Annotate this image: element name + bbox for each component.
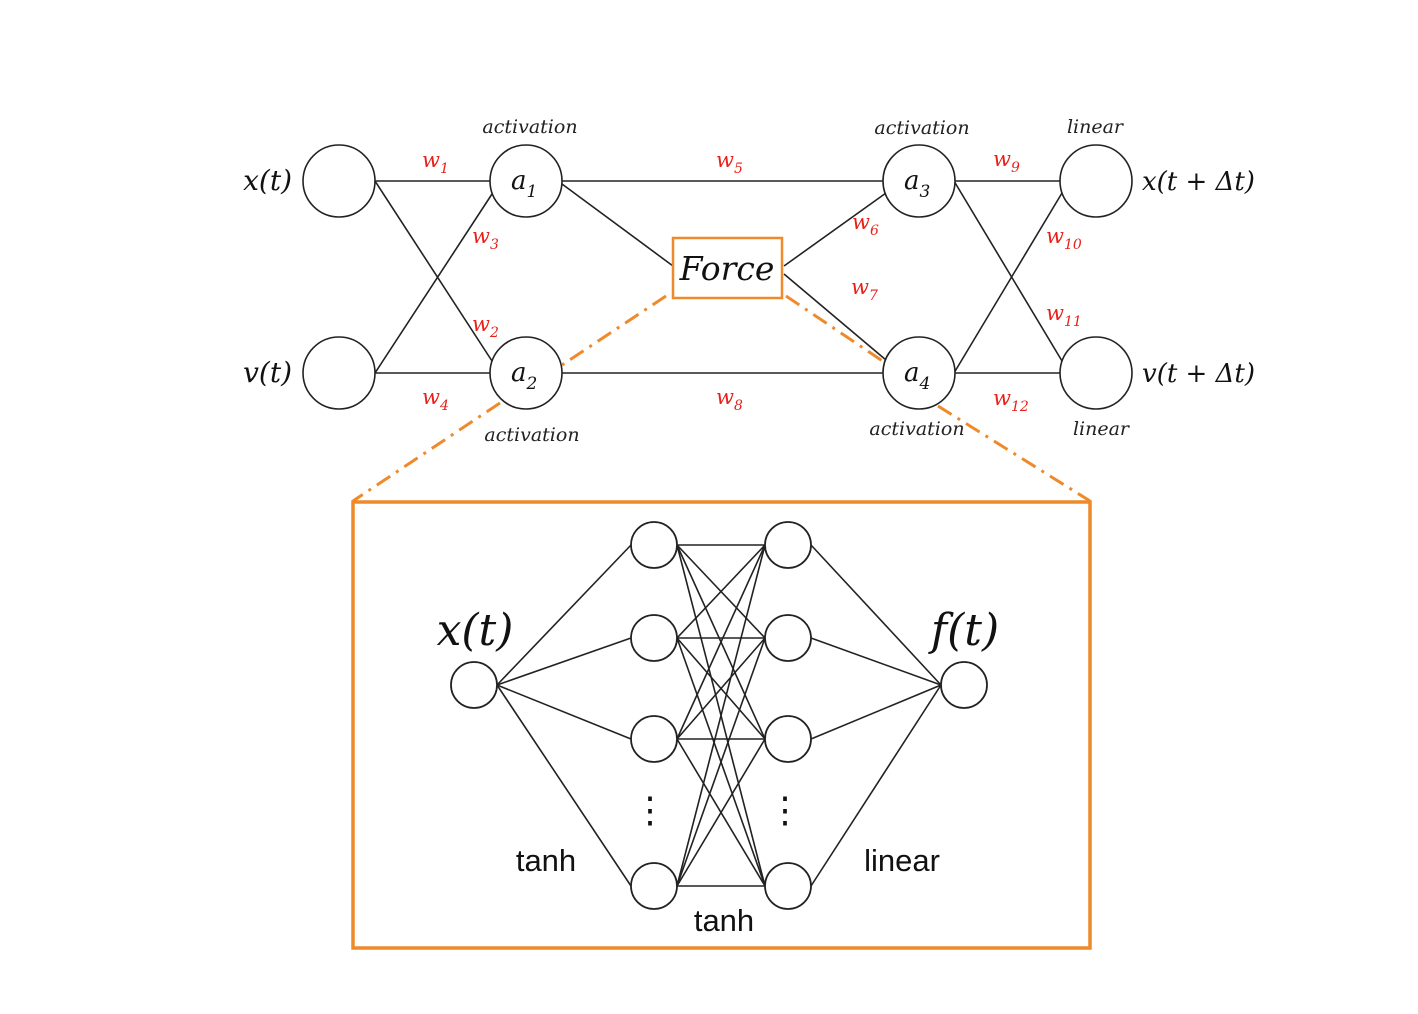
zoom-line-lower-right [937,404,1091,503]
inset-hidden-node-layer2 [764,862,812,910]
edge-w2 [374,180,493,362]
weight-label: w8 [716,385,743,414]
inset-label-tanh-left: tanh [516,843,576,878]
output-label-v: v(t + Δt) [1142,359,1255,389]
inset-output-label: f(t) [928,605,999,656]
weight-labels: w1 w2 w3 w4 w5 w6 w7 w8 w9 w10 w11 w12 [422,147,1082,415]
weight-label: w11 [1046,301,1082,330]
weight-label: w1 [422,148,449,177]
inset-input-node [450,661,498,709]
weight-label: w2 [472,312,499,341]
input-node-v [302,336,376,410]
inset-edge-input [496,684,632,887]
inset-edge-hidden [676,544,766,887]
input-label-v: v(t) [243,356,292,389]
weight-label: w6 [852,210,879,239]
hidden-node-a2 [489,336,563,410]
inset-frame [351,500,1092,950]
inset-edge-input [496,544,632,686]
inset-edge-output [810,684,942,740]
hidden-node-a4 [882,336,956,410]
inset-edge-hidden [676,637,766,740]
weight-label: w12 [993,386,1029,415]
inset-edge-hidden [676,637,766,887]
inset-hidden-node-layer1 [630,862,678,910]
inset-hidden-node-layer2 [764,521,812,569]
weight-label: w5 [716,148,743,177]
edge-a1-force [561,183,674,267]
inset-hidden-node-layer1 [630,521,678,569]
force-box [671,236,784,300]
inset-edge-hidden [676,738,766,887]
inset-output-node [940,661,988,709]
zoom-line-lower-left [352,401,501,503]
node-label-a2: a2 [511,358,537,394]
weight-label: w9 [993,147,1020,176]
output-label-x: x(t + Δt) [1142,167,1255,197]
node-label-a4: a4 [904,358,930,394]
inset-label-tanh-middle: tanh [694,903,754,938]
inset-edge-input [496,637,632,686]
weight-label: w7 [851,275,878,304]
inset-hidden-node-layer1 [630,614,678,662]
edge-w6 [783,192,887,267]
layer-label-out-v: linear [1073,418,1131,440]
zoom-connectors [352,294,1091,503]
inset-connections [496,544,942,887]
layer-label-a4: activation [869,418,964,440]
inset-edge-input [496,684,632,740]
layer-label-a2: activation [484,424,579,446]
inset-hidden-node-layer2 [764,614,812,662]
input-node-x [302,144,376,218]
layer-label-out-x: linear [1067,116,1125,138]
weight-label: w10 [1046,224,1082,253]
layer-label-a1: activation [482,116,577,138]
weight-label: w4 [422,385,449,414]
edge-w7 [783,273,887,361]
output-node-x [1059,144,1133,218]
node-label-a3: a3 [904,166,930,202]
inset-edge-output [810,684,942,887]
inset-edge-hidden [676,544,766,740]
inset-edge-hidden [676,544,766,639]
edge-w3 [374,193,493,374]
hidden-node-a1 [489,144,563,218]
inset-nodes [450,521,988,910]
edge-w10 [953,192,1063,374]
edge-w11 [953,180,1063,362]
node-label-a1: a1 [511,166,537,202]
inset-edge-output [810,544,942,686]
ellipsis-right-column: ⋮ [767,789,803,830]
inset-label-linear: linear [864,843,940,878]
layer-label-a3: activation [874,117,969,139]
zoom-line-upper-right [785,294,885,364]
hidden-node-a3 [882,144,956,218]
inset-hidden-node-layer2 [764,715,812,763]
inset-edge-output [810,637,942,686]
ellipsis-left-column: ⋮ [632,789,668,830]
zoom-line-upper-left [561,294,667,367]
inset-input-label: x(t) [437,605,514,656]
force-label: Force [679,249,775,288]
top-connections [374,180,1063,374]
input-label-x: x(t) [243,164,292,197]
inset-hidden-node-layer1 [630,715,678,763]
weight-label: w3 [472,224,499,253]
output-node-v [1059,336,1133,410]
